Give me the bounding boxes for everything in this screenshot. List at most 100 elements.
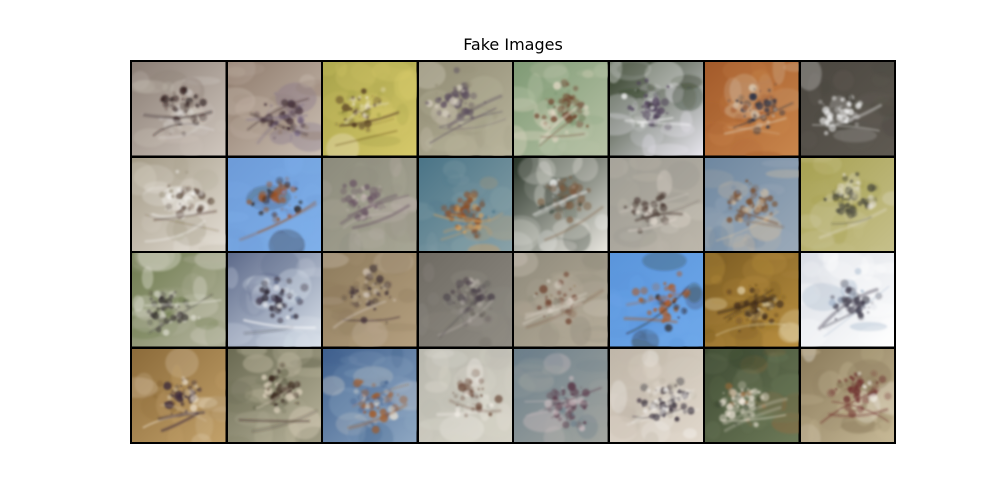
image-subject	[619, 191, 700, 234]
image-subject	[437, 277, 495, 339]
generated-image-canvas	[227, 62, 321, 156]
generated-image-r1-c1	[132, 62, 226, 156]
generated-image-canvas	[514, 157, 608, 251]
generated-image-canvas	[800, 157, 894, 251]
image-subject	[237, 361, 318, 433]
image-texture	[609, 157, 703, 251]
generated-image-canvas	[132, 348, 226, 442]
image-subject	[524, 375, 602, 431]
image-subject	[432, 189, 504, 241]
image-subject	[144, 169, 219, 243]
generated-image-canvas	[323, 253, 417, 347]
generated-image-r2-c6	[609, 157, 703, 251]
image-subject	[817, 267, 889, 338]
image-subject	[142, 86, 215, 139]
generated-image-canvas	[418, 253, 512, 347]
generated-image-canvas	[418, 348, 512, 442]
image-subject	[818, 171, 887, 239]
generated-image-r1-c4	[418, 62, 512, 156]
generated-image-canvas	[609, 157, 703, 251]
image-subject	[242, 276, 316, 335]
generated-image-r2-c5	[514, 157, 608, 251]
generated-image-canvas	[800, 253, 894, 347]
generated-image-canvas	[514, 253, 608, 347]
generated-image-canvas	[227, 157, 321, 251]
image-subject	[819, 369, 892, 424]
generated-image-r4-c3	[323, 348, 417, 442]
generated-image-r3-c8	[800, 253, 894, 347]
image-texture	[323, 348, 417, 442]
generated-image-canvas	[609, 348, 703, 442]
image-subject	[811, 93, 882, 136]
image-subject	[245, 91, 309, 145]
generated-image-r2-c8	[800, 157, 894, 251]
generated-image-canvas	[323, 348, 417, 442]
generated-image-canvas	[705, 62, 799, 156]
image-subject	[424, 67, 506, 144]
figure-title: Fake Images	[463, 35, 563, 54]
generated-image-canvas	[609, 253, 703, 347]
generated-image-r3-c6	[609, 253, 703, 347]
generated-image-canvas	[705, 157, 799, 251]
generated-image-r4-c5	[514, 348, 608, 442]
image-subject	[712, 380, 788, 432]
image-subject	[715, 284, 787, 337]
image-subject	[238, 176, 317, 241]
generated-image-r3-c3	[323, 253, 417, 347]
image-subject	[723, 83, 794, 135]
generated-image-canvas	[800, 348, 894, 442]
generated-image-r4-c7	[705, 348, 799, 442]
generated-image-canvas	[705, 348, 799, 442]
generated-image-r1-c7	[705, 62, 799, 156]
image-texture	[323, 62, 417, 156]
generated-image-canvas	[323, 157, 417, 251]
generated-image-r4-c1	[132, 348, 226, 442]
image-subject	[715, 179, 785, 241]
generated-image-r3-c5	[514, 253, 608, 347]
generated-image-r1-c6	[609, 62, 703, 156]
generated-image-r1-c8	[800, 62, 894, 156]
image-subject	[622, 270, 690, 335]
image-subject	[144, 290, 222, 336]
generated-image-canvas	[418, 157, 512, 251]
generated-image-canvas	[227, 253, 321, 347]
image-grid	[132, 62, 894, 442]
image-subject	[625, 376, 700, 426]
generated-image-r2-c4	[418, 157, 512, 251]
generated-image-r2-c2	[227, 157, 321, 251]
image-grid-frame	[130, 60, 896, 444]
generated-image-canvas	[132, 62, 226, 156]
generated-image-canvas	[705, 253, 799, 347]
generated-image-canvas	[323, 62, 417, 156]
image-texture	[705, 253, 799, 347]
generated-image-r4-c4	[418, 348, 512, 442]
image-subject	[332, 264, 401, 329]
generated-image-canvas	[227, 348, 321, 442]
generated-image-canvas	[132, 253, 226, 347]
image-subject	[339, 179, 411, 229]
image-subject	[347, 378, 410, 434]
generated-image-r4-c6	[609, 348, 703, 442]
generated-image-canvas	[132, 157, 226, 251]
generated-image-r2-c1	[132, 157, 226, 251]
image-texture	[705, 62, 799, 156]
generated-image-r4-c2	[227, 348, 321, 442]
generated-image-r1-c2	[227, 62, 321, 156]
generated-image-canvas	[418, 62, 512, 156]
image-subject	[435, 368, 503, 417]
image-subject	[620, 78, 690, 131]
generated-image-r3-c1	[132, 253, 226, 347]
generated-image-r1-c5	[514, 62, 608, 156]
image-subject	[142, 375, 207, 432]
image-subject	[335, 87, 400, 146]
generated-image-canvas	[514, 348, 608, 442]
image-subject	[534, 79, 590, 147]
generated-image-canvas	[800, 62, 894, 156]
generated-image-r2-c7	[705, 157, 799, 251]
generated-image-r4-c8	[800, 348, 894, 442]
generated-image-canvas	[514, 62, 608, 156]
generated-image-r3-c2	[227, 253, 321, 347]
generated-image-r1-c3	[323, 62, 417, 156]
generated-image-r3-c4	[418, 253, 512, 347]
image-subject	[532, 175, 604, 241]
